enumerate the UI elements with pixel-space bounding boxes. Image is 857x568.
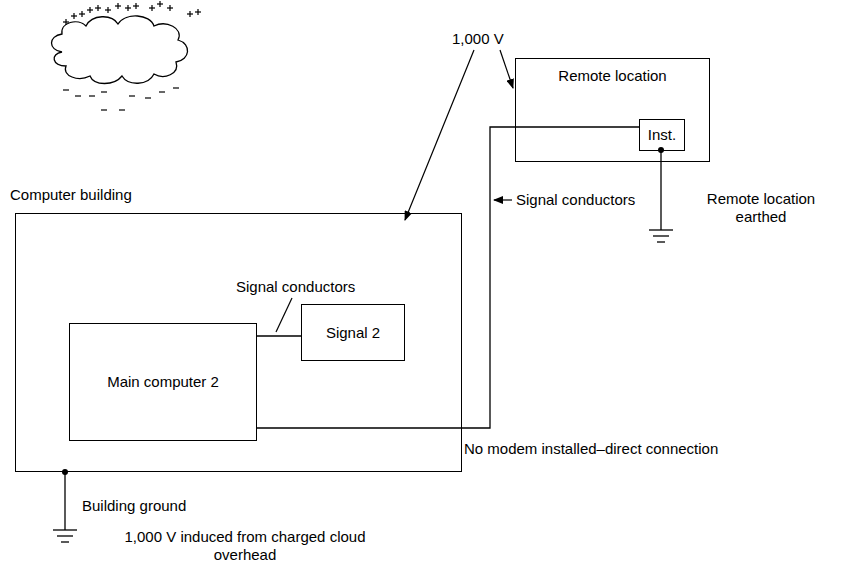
ground-wire bbox=[660, 150, 661, 230]
ground-symbol bbox=[653, 235, 669, 236]
box-heading: Computer building bbox=[10, 186, 132, 204]
ground-symbol bbox=[53, 529, 77, 530]
note-label: Signal conductors bbox=[236, 278, 355, 296]
signal-conductor bbox=[257, 127, 639, 428]
note-label: Remote location earthed bbox=[686, 190, 836, 226]
signal-conductor bbox=[257, 335, 301, 336]
box: Inst. bbox=[639, 119, 685, 151]
box: Remote locationInst. bbox=[515, 58, 710, 162]
ground-symbol bbox=[61, 541, 69, 542]
leader-arrow bbox=[405, 50, 474, 220]
box-label: Remote location bbox=[516, 67, 709, 85]
note-label: 1,000 V induced from charged cloud overh… bbox=[105, 528, 385, 564]
box-label: Signal 2 bbox=[326, 324, 380, 342]
leader-arrow bbox=[500, 50, 513, 88]
note-label: 1,000 V bbox=[452, 30, 504, 48]
box: Main computer 2 bbox=[69, 323, 257, 441]
note-label: Signal conductors bbox=[516, 191, 635, 209]
leader-line bbox=[276, 298, 292, 332]
box: Signal 2 bbox=[301, 304, 405, 361]
ground-wire bbox=[64, 472, 65, 530]
box-label: Main computer 2 bbox=[107, 373, 219, 391]
box-label: Inst. bbox=[648, 126, 676, 144]
ground-symbol bbox=[57, 535, 73, 536]
leader-arrow bbox=[494, 199, 512, 200]
note-label: Building ground bbox=[82, 497, 186, 515]
note-label: No modem installed–direct connection bbox=[464, 440, 718, 458]
charge-signs bbox=[63, 1, 201, 110]
ground-symbol bbox=[649, 229, 673, 230]
cloud bbox=[52, 16, 188, 84]
ground-symbol bbox=[657, 241, 665, 242]
box: Computer buildingMain computer 2Signal 2 bbox=[15, 213, 462, 472]
